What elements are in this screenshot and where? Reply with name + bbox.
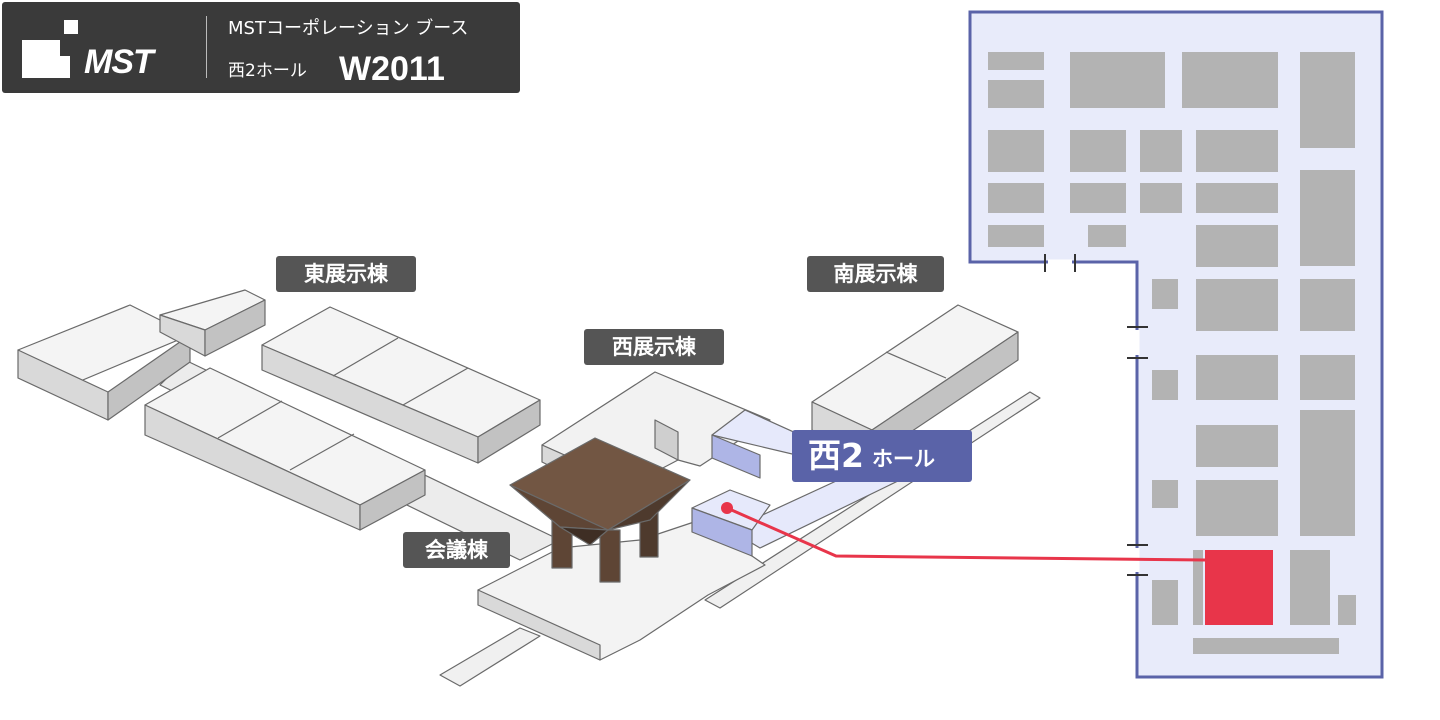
- conference-building-label: 会議棟: [403, 532, 510, 568]
- booth-header: MST MSTコーポレーション ブース 西2ホール W2011: [2, 2, 520, 93]
- company-booth-title: MSTコーポレーション ブース: [228, 18, 469, 39]
- east-hall-label: 東展示棟: [276, 256, 416, 292]
- south-hall-label: 南展示棟: [807, 256, 944, 292]
- header-divider: [206, 16, 207, 78]
- booth-connector: [721, 502, 1206, 562]
- west2-hall-label-main: 西2: [808, 436, 864, 475]
- mst-logo-text: MST: [84, 43, 154, 81]
- booth-number: W2011: [339, 50, 445, 88]
- floor-plan: [968, 10, 1384, 679]
- booth-w2011-marker: [1205, 550, 1273, 625]
- hall-name: 西2ホール: [228, 61, 307, 81]
- walkway: [439, 627, 541, 687]
- mst-logo-mark: [22, 20, 78, 78]
- west2-hall-label-suffix: ホール: [872, 447, 935, 471]
- west2-hall-label: 西2 ホール: [792, 430, 972, 482]
- west-hall-label: 西展示棟: [584, 329, 724, 365]
- conference-building: [509, 437, 691, 583]
